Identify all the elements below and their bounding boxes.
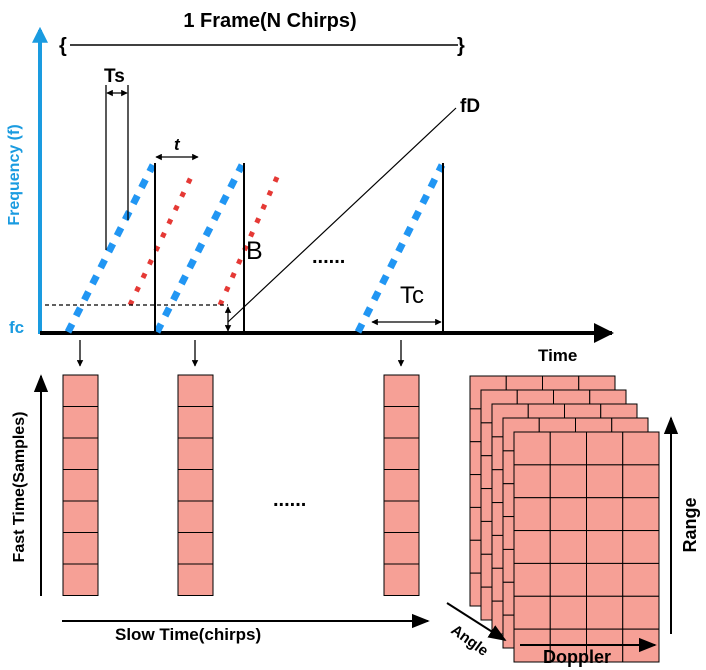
cube-cell <box>622 431 660 466</box>
cube-cell <box>513 530 551 564</box>
sample-cell <box>177 500 214 533</box>
frequency-axis-label: Frequency (f) <box>6 124 23 225</box>
svg-text:}: } <box>457 35 465 57</box>
sample-arrows <box>76 340 405 367</box>
cube-cell <box>586 530 624 564</box>
svg-text:{: { <box>59 35 67 57</box>
fast-time-label: Fast Time(Samples) <box>11 412 28 563</box>
cube-cell <box>549 431 587 466</box>
sample-columns <box>62 374 420 596</box>
sample-cell <box>383 563 420 596</box>
fd-line <box>227 107 457 323</box>
time-axis-label: Time <box>538 346 577 365</box>
sample-cell <box>383 437 420 470</box>
cube-cell <box>622 464 660 499</box>
cube-cell <box>513 464 551 499</box>
sample-cell <box>62 532 99 565</box>
sample-cell <box>383 532 420 565</box>
sample-cell <box>62 500 99 533</box>
chirp-end-lines <box>154 163 444 333</box>
cube-cell <box>549 562 587 597</box>
cube-cell <box>549 530 587 564</box>
sample-cell <box>383 374 420 407</box>
fd-label: fD <box>460 96 480 117</box>
radar-data-cube <box>469 375 660 663</box>
columns-ellipsis: ...... <box>273 489 306 511</box>
slow-time-label: Slow Time(chirps) <box>115 625 261 644</box>
rx-chirps <box>127 173 281 307</box>
tx-chirp-1 <box>64 163 157 334</box>
chirp-ellipsis: ...... <box>312 246 345 268</box>
bandwidth-label: B <box>246 237 263 265</box>
tx-chirp-3 <box>354 163 446 334</box>
sample-cell <box>62 437 99 470</box>
tc-label: Tc <box>400 282 424 309</box>
cube-cell <box>622 530 660 564</box>
cube-cell <box>513 562 551 597</box>
sample-cell <box>177 563 214 596</box>
frame-title: 1 Frame(N Chirps) <box>183 10 356 32</box>
cube-cell <box>513 595 551 630</box>
cube-cell <box>622 497 660 532</box>
angle-axis <box>446 602 507 641</box>
cube-cell <box>549 464 587 499</box>
tx-chirps <box>64 163 446 334</box>
doppler-label: Doppler <box>543 647 611 667</box>
frame-bracket: { } <box>59 35 465 57</box>
cube-layer <box>513 431 660 663</box>
cube-cell <box>513 497 551 532</box>
sample-cell <box>62 406 99 439</box>
cube-cell <box>586 497 624 532</box>
cube-cell <box>549 497 587 532</box>
rx-chirp-1 <box>127 173 195 307</box>
cube-cell <box>586 562 624 597</box>
tx-chirp-2 <box>153 163 246 334</box>
cube-cell <box>586 431 624 466</box>
cube-cell <box>549 595 587 630</box>
ts-annotation <box>105 85 129 250</box>
cube-cell <box>513 431 551 466</box>
sample-cell <box>383 500 420 533</box>
cube-cell <box>622 595 660 630</box>
sample-cell <box>383 406 420 439</box>
t-label: t <box>174 135 181 154</box>
range-label: Range <box>680 497 700 552</box>
sample-cell <box>62 563 99 596</box>
cube-cell <box>586 595 624 630</box>
sample-cell <box>62 469 99 502</box>
sample-cell <box>177 374 214 407</box>
sample-cell <box>177 469 214 502</box>
cube-cell <box>586 464 624 499</box>
sample-cell <box>62 374 99 407</box>
sample-cell <box>177 437 214 470</box>
fc-label: fc <box>9 318 24 337</box>
sample-cell <box>383 469 420 502</box>
sample-cell <box>177 406 214 439</box>
sample-cell <box>177 532 214 565</box>
cube-cell <box>622 562 660 597</box>
ts-label: Ts <box>104 66 125 87</box>
